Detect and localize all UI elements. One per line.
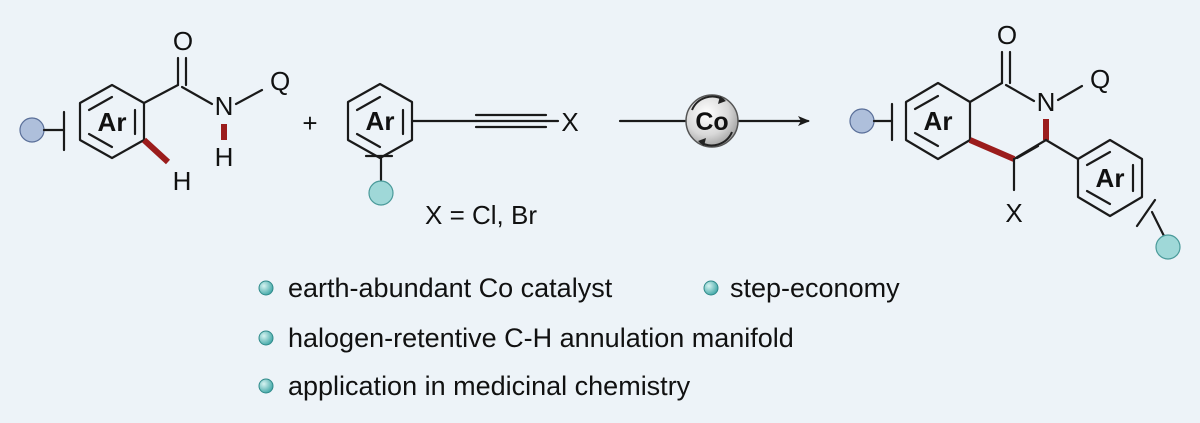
substituent-dot-blue <box>19 117 45 143</box>
halogen-x: X <box>1005 198 1022 228</box>
highlight-item: step-economy <box>703 273 900 303</box>
aryl-label-ar: Ar <box>1096 163 1125 193</box>
highlight-text: earth-abundant Co catalyst <box>288 273 613 303</box>
substituent-dot-teal <box>1155 234 1181 260</box>
ring-nitrogen: N <box>1037 87 1056 117</box>
highlight-item: application in medicinal chemistry <box>258 371 691 401</box>
product-isoquinolone: Ar O N Q X Ar <box>849 20 1181 260</box>
ring-label-ar: Ar <box>924 106 953 136</box>
highlight-item: halogen-retentive C-H annulation manifol… <box>258 323 794 353</box>
bullet-icon <box>703 280 719 296</box>
bullet-icon <box>258 378 274 394</box>
halogen-x: X <box>561 107 578 137</box>
n-substituent-q: Q <box>270 66 290 96</box>
ring-label-ar: Ar <box>98 107 127 137</box>
plus-sign: + <box>302 108 317 138</box>
cobalt-catalyst-badge: Co <box>685 94 739 148</box>
bullet-icon <box>258 330 274 346</box>
bullet-icon <box>258 280 274 296</box>
highlight-text: step-economy <box>730 273 900 303</box>
halogen-condition: X = Cl, Br <box>425 200 537 230</box>
carbonyl-oxygen: O <box>173 26 193 56</box>
nh-hydrogen: H <box>215 142 234 172</box>
highlight-item: earth-abundant Co catalyst <box>258 273 613 303</box>
reactant-haloalkyne: Ar X X = Cl, Br <box>346 82 579 230</box>
ring-label-ar: Ar <box>366 106 395 136</box>
ch-hydrogen: H <box>173 166 192 196</box>
n-substituent-q: Q <box>1090 64 1110 94</box>
reaction-arrow: Co <box>618 94 810 148</box>
amide-nitrogen: N <box>215 91 234 121</box>
highlight-text: halogen-retentive C-H annulation manifol… <box>288 323 794 353</box>
highlights-list: earth-abundant Co catalyst step-economy … <box>258 273 900 401</box>
highlight-text: application in medicinal chemistry <box>288 371 691 401</box>
substituent-dot-blue <box>849 108 875 134</box>
carbonyl-oxygen: O <box>997 20 1017 50</box>
catalyst-label: Co <box>695 108 728 136</box>
substituent-dot-teal <box>368 180 394 206</box>
reactant-benzamide: Ar H O N Q H <box>19 26 290 196</box>
